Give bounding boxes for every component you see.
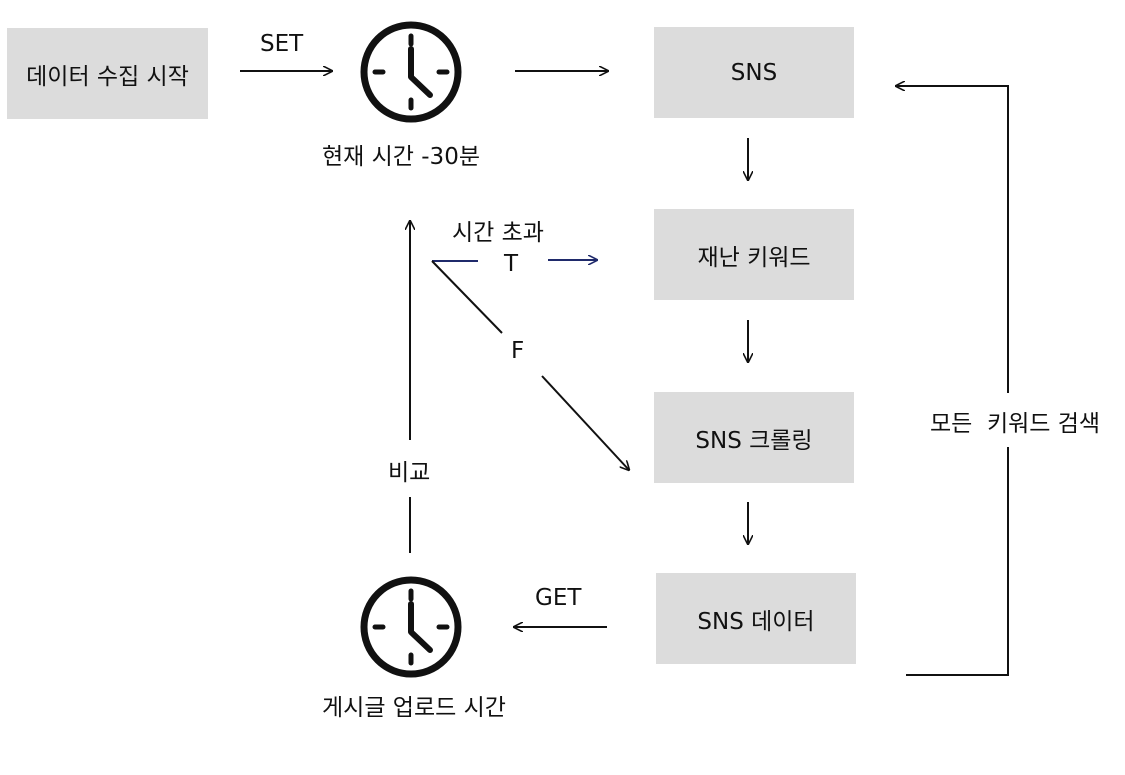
sns-data-label: SNS 데이터: [697, 608, 815, 635]
sns-crawling-label: SNS 크롤링: [695, 427, 813, 454]
false-branch-label: F: [511, 338, 525, 364]
set-label: SET: [260, 31, 304, 57]
clock-icon: [360, 576, 462, 678]
loop-back-arrow: [896, 86, 1009, 393]
false-branch-line: [431, 260, 503, 334]
all-keywords-searched-label: 모든 키워드 검색: [930, 411, 1101, 437]
true-branch-label: T: [504, 251, 519, 277]
clock-icon: [360, 21, 462, 123]
post-upload-time-label: 게시글 업로드 시간: [322, 695, 506, 721]
get-label: GET: [535, 585, 582, 611]
start-node-label: 데이터 수집 시작: [26, 63, 189, 90]
current-time-label: 현재 시간 -30분: [322, 144, 480, 170]
disaster-keyword-node: 재난 키워드: [654, 209, 854, 300]
loop-back-connector: [906, 447, 1009, 676]
sns-node-label: SNS: [730, 59, 778, 86]
compare-label: 비교: [388, 460, 431, 486]
start-node: 데이터 수집 시작: [7, 28, 208, 119]
sns-node: SNS: [654, 27, 854, 118]
sns-data-node: SNS 데이터: [656, 573, 856, 664]
sns-crawling-node: SNS 크롤링: [654, 392, 854, 483]
disaster-keyword-label: 재난 키워드: [697, 244, 811, 271]
timeout-label: 시간 초과: [452, 220, 544, 246]
false-branch-arrow: [541, 375, 629, 470]
